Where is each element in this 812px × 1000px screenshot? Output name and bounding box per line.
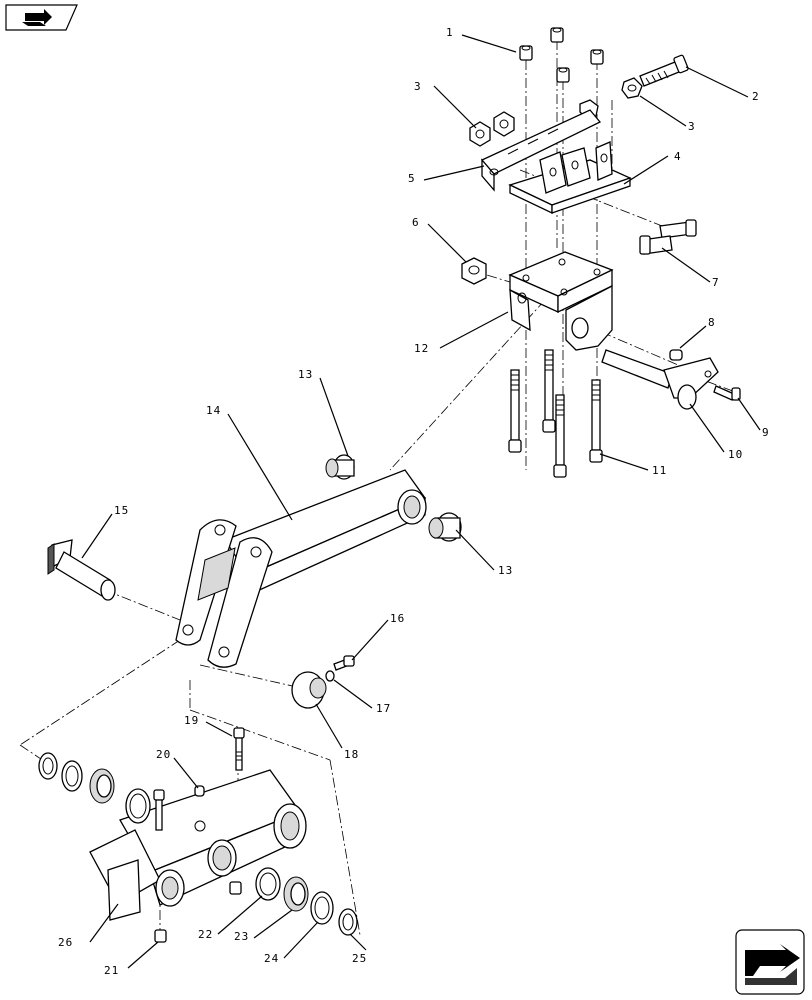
pivot-pin-10 bbox=[601, 349, 719, 410]
pivot-pin-15 bbox=[47, 539, 116, 601]
nut-3-left bbox=[469, 121, 491, 147]
bolt-19 bbox=[233, 727, 245, 771]
callout-16: 16 bbox=[390, 612, 405, 625]
callout-17: 17 bbox=[376, 702, 391, 715]
callout-22: 22 bbox=[198, 928, 213, 941]
bearing-23 bbox=[283, 876, 309, 912]
nut-top-4 bbox=[556, 67, 570, 83]
bolt-2 bbox=[639, 54, 689, 87]
leader-lines bbox=[81, 34, 761, 969]
callout-13-top: 13 bbox=[298, 368, 313, 381]
next-page-button[interactable] bbox=[735, 929, 805, 995]
callout-4: 4 bbox=[674, 150, 682, 163]
washer-17 bbox=[325, 670, 335, 682]
callout-25: 25 bbox=[352, 952, 367, 965]
callout-26: 26 bbox=[58, 936, 73, 949]
callout-15: 15 bbox=[114, 504, 129, 517]
bearing-left bbox=[89, 768, 115, 804]
seal-left bbox=[61, 760, 83, 792]
callout-11: 11 bbox=[652, 464, 667, 477]
nut-top-3 bbox=[590, 49, 604, 65]
nut-extra bbox=[493, 111, 515, 137]
callout-20: 20 bbox=[156, 748, 171, 761]
callout-8: 8 bbox=[708, 316, 716, 329]
long-bolts-11 bbox=[508, 349, 603, 478]
slotted-strap-5 bbox=[480, 109, 602, 192]
callout-6: 6 bbox=[412, 216, 420, 229]
mounting-bracket-12 bbox=[508, 251, 614, 351]
nut-22 bbox=[229, 881, 242, 895]
bushing-18 bbox=[291, 671, 327, 709]
callout-2: 2 bbox=[752, 90, 760, 103]
callout-21: 21 bbox=[104, 964, 119, 977]
grease-fitting-20 bbox=[194, 785, 205, 797]
axle-housing-26 bbox=[89, 769, 307, 921]
callout-9: 9 bbox=[762, 426, 770, 439]
callout-5: 5 bbox=[408, 172, 416, 185]
cup-left bbox=[125, 788, 151, 824]
book-arrow-icon bbox=[22, 9, 52, 26]
next-page-arrow-icon bbox=[745, 944, 800, 985]
bushing-13-right bbox=[428, 512, 462, 542]
bushing-13-top bbox=[325, 454, 355, 480]
snap-ring-25 bbox=[338, 908, 358, 936]
cap-8 bbox=[669, 349, 683, 361]
callout-3-left: 3 bbox=[414, 80, 422, 93]
cup-22 bbox=[255, 867, 281, 901]
callout-23: 23 bbox=[234, 930, 249, 943]
callout-10: 10 bbox=[728, 448, 743, 461]
screw-9 bbox=[713, 385, 741, 401]
nut-3-right bbox=[621, 77, 643, 99]
nut-top-2 bbox=[550, 27, 564, 43]
snap-ring-left bbox=[38, 752, 58, 780]
prev-page-button[interactable] bbox=[5, 4, 78, 31]
grease-fitting-16 bbox=[333, 655, 355, 671]
nut-21 bbox=[154, 929, 167, 943]
callout-12: 12 bbox=[414, 342, 429, 355]
nut-6 bbox=[461, 257, 487, 285]
callout-19: 19 bbox=[184, 714, 199, 727]
swing-arm-14 bbox=[175, 469, 427, 668]
callout-1: 1 bbox=[446, 26, 454, 39]
bolt-lower bbox=[153, 789, 165, 831]
seal-24 bbox=[310, 891, 334, 925]
callout-7: 7 bbox=[712, 276, 720, 289]
upper-bracket-4 bbox=[508, 141, 632, 215]
callout-24: 24 bbox=[264, 952, 279, 965]
callout-labels: 1 2 3 3 4 5 6 7 8 9 10 11 12 13 13 14 15… bbox=[58, 26, 770, 977]
callout-18: 18 bbox=[344, 748, 359, 761]
callout-13-right: 13 bbox=[498, 564, 513, 577]
bolt-7a bbox=[659, 219, 697, 239]
callout-14: 14 bbox=[206, 404, 221, 417]
nut-1 bbox=[519, 45, 533, 61]
callout-3-right: 3 bbox=[688, 120, 696, 133]
